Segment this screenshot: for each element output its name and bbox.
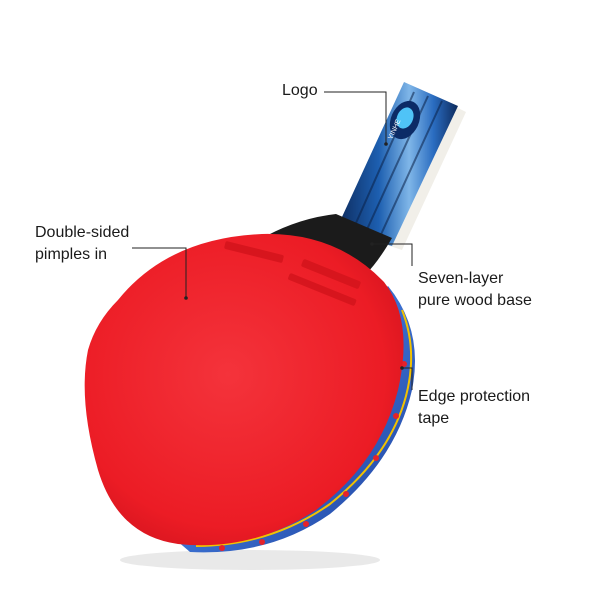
rubber-embossing <box>224 241 361 306</box>
callout-logo-line-1: Logo <box>282 82 318 99</box>
callout-pimples: Double-sided pimples in <box>35 222 129 266</box>
callout-pimples-line-1: Double-sided <box>35 224 130 241</box>
paddle-shadow <box>120 550 380 570</box>
leader-edge <box>402 367 413 390</box>
callout-wood-base-line-2: pure wood base <box>418 292 532 309</box>
rubber-face <box>84 233 404 546</box>
edge-tape-logos <box>219 361 407 551</box>
edge-tape <box>176 286 415 553</box>
leader-pimples <box>132 247 187 298</box>
leader-endpoints <box>184 142 404 370</box>
leader-logo <box>324 91 387 144</box>
callout-edge-tape: Edge protection tape <box>418 386 530 430</box>
callout-edge-tape-line-1: Edge protection <box>418 388 531 405</box>
callout-wood-base-line-1: Seven-layer <box>418 270 504 287</box>
callout-logo: Logo <box>282 80 318 102</box>
callout-wood-base: Seven-layer pure wood base <box>418 268 532 312</box>
leader-lines <box>132 91 413 390</box>
leader-wood <box>372 243 413 266</box>
brand-logo: YINHE <box>387 100 421 141</box>
edge-tape-accent <box>195 309 413 547</box>
callout-edge-tape-line-2: tape <box>418 410 450 427</box>
callout-pimples-line-2: pimples in <box>35 246 108 263</box>
